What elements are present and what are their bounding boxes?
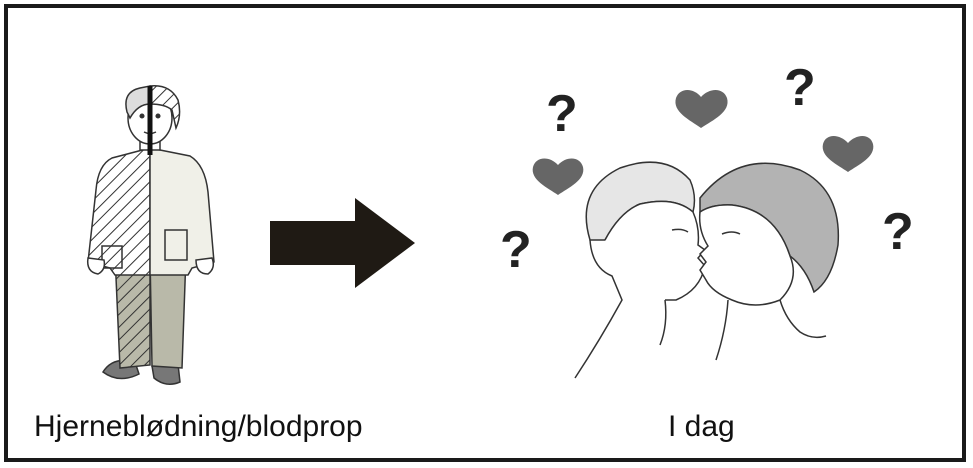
question-mark: ? bbox=[882, 206, 914, 258]
woman-neck bbox=[780, 300, 826, 337]
right-eye bbox=[156, 114, 160, 118]
left-eye bbox=[140, 114, 144, 118]
left-jacket-half bbox=[88, 148, 150, 275]
heart-icon bbox=[675, 90, 727, 128]
right-hand bbox=[196, 258, 213, 274]
left-caption: Hjerneblødning/blodprop bbox=[34, 410, 363, 444]
heart-icon bbox=[823, 136, 874, 172]
question-mark: ? bbox=[500, 224, 532, 276]
half-shaded-person-icon bbox=[88, 86, 214, 384]
right-jacket-half bbox=[150, 148, 214, 275]
man-jaw-neck bbox=[575, 240, 622, 378]
arrow-right-icon bbox=[270, 198, 415, 288]
kissing-couple-icon bbox=[575, 162, 838, 378]
question-mark: ? bbox=[784, 62, 816, 114]
heart-icon bbox=[533, 158, 584, 195]
question-mark: ? bbox=[546, 88, 578, 140]
man-neck bbox=[660, 300, 666, 345]
woman-shoulder bbox=[716, 300, 728, 360]
right-caption: I dag bbox=[668, 410, 735, 444]
hearts bbox=[533, 90, 874, 195]
left-hand bbox=[88, 258, 105, 274]
